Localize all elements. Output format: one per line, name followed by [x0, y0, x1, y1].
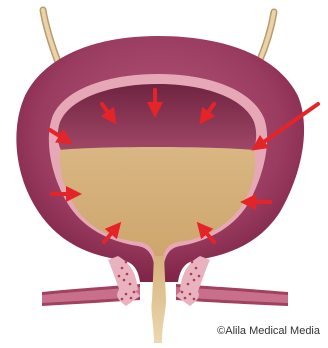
ureter-right [259, 12, 274, 62]
credit-text: ©Alila Medical Media [217, 325, 320, 337]
ureter-left [43, 10, 58, 62]
urethra-channel [151, 256, 166, 343]
